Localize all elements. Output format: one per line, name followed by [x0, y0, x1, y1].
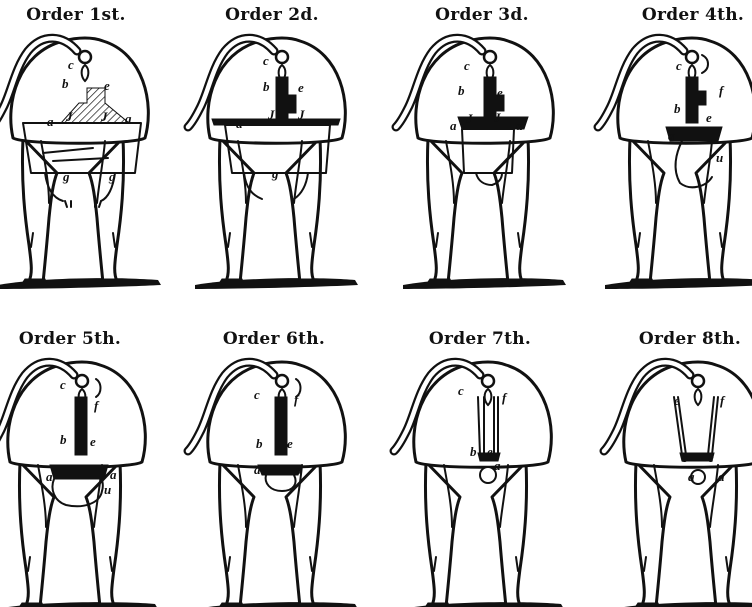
label-g: g	[108, 169, 116, 184]
label-g: g	[271, 166, 279, 181]
label-a: a	[125, 111, 132, 126]
label-b: b	[62, 76, 69, 91]
label-a: a	[688, 469, 695, 484]
label-e: e	[287, 436, 293, 451]
figure-title: Order 3d.	[435, 5, 529, 25]
label-e: e	[674, 393, 680, 408]
label-j: J	[65, 109, 73, 124]
label-j: J	[267, 107, 275, 122]
label-u: u	[716, 150, 723, 165]
label-j: J	[493, 110, 501, 125]
figure-order-1: Order 1st. c b e J J a a g g	[0, 5, 161, 289]
figure-order-4: Order 4th. c f b e a u	[598, 5, 752, 289]
label-a: a	[296, 462, 303, 477]
figure-order-3: Order 3d. c b e J J a a	[396, 5, 566, 289]
label-a: a	[718, 469, 725, 484]
label-c: c	[254, 387, 260, 402]
label-b: b	[682, 450, 689, 465]
label-a: a	[450, 118, 457, 133]
figure-order-2: Order 2d. c b e J J a a g	[188, 5, 358, 289]
label-e: e	[487, 444, 493, 459]
label-a: a	[110, 467, 117, 482]
figure-title: Order 8th.	[639, 329, 741, 349]
label-c: c	[60, 377, 66, 392]
figure-title: Order 2d.	[225, 5, 319, 25]
label-b: b	[256, 436, 263, 451]
label-a: a	[494, 458, 501, 473]
label-e: e	[708, 450, 714, 465]
label-b: b	[263, 79, 270, 94]
label-e: e	[497, 85, 503, 100]
label-b: b	[674, 101, 681, 116]
label-b: b	[458, 83, 465, 98]
label-a: a	[236, 116, 243, 131]
label-u: u	[104, 482, 111, 497]
label-e: e	[298, 80, 304, 95]
figure-title: Order 7th.	[429, 329, 531, 349]
figure-order-6: Order 6th. c f b e a a	[188, 329, 358, 607]
label-a: a	[668, 128, 675, 143]
figure-title: Order 6th.	[223, 329, 325, 349]
label-c: c	[68, 57, 74, 72]
label-a: a	[325, 114, 332, 129]
label-a: a	[47, 114, 54, 129]
label-a: a	[46, 469, 53, 484]
figure-order-5: Order 5th. c f b e a a u	[0, 329, 158, 607]
figure-title: Order 1st.	[26, 5, 126, 25]
label-c: c	[263, 53, 269, 68]
label-e: e	[104, 78, 110, 93]
label-e: e	[706, 110, 712, 125]
figure-order-7: Order 7th. c f b e a	[394, 329, 564, 607]
label-j: J	[100, 109, 108, 124]
label-g: g	[62, 169, 70, 184]
label-c: c	[458, 383, 464, 398]
label-a: a	[254, 462, 261, 477]
label-j: J	[465, 111, 473, 126]
label-a: a	[516, 118, 523, 133]
figure-order-8: Order 8th. e f b e a a	[604, 329, 752, 607]
figure-title: Order 5th.	[19, 329, 121, 349]
label-j: J	[297, 107, 305, 122]
label-c: c	[676, 58, 682, 73]
label-c: c	[464, 58, 470, 73]
label-b: b	[60, 432, 67, 447]
label-e: e	[90, 434, 96, 449]
label-b: b	[470, 444, 477, 459]
figure-title: Order 4th.	[642, 5, 744, 25]
